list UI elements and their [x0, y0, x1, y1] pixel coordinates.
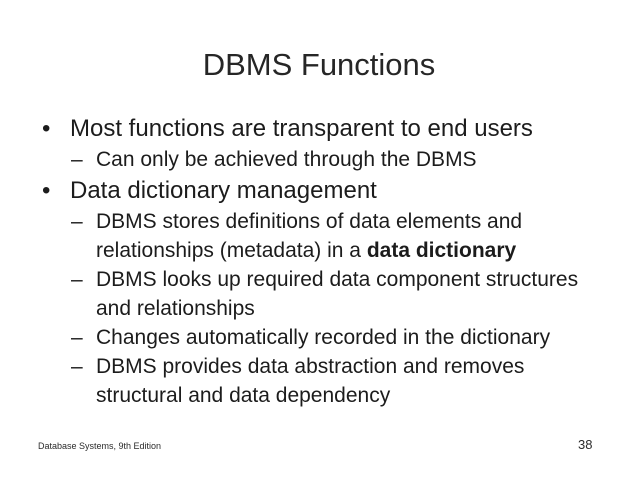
- bullet-item: • Most functions are transparent to end …: [0, 112, 638, 145]
- sub-bullet-marker: –: [71, 268, 83, 291]
- sub-bullet-text: DBMS stores definitions of data elements…: [96, 207, 590, 265]
- sub-bullet-text: DBMS provides data abstraction and remov…: [96, 355, 525, 407]
- slide-body: • Most functions are transparent to end …: [0, 112, 638, 410]
- sub-bullet-item: – Changes automatically recorded in the …: [0, 323, 638, 352]
- footer-source-text: Database Systems, 9th Edition: [38, 441, 162, 451]
- sub-bullet-text: DBMS looks up required data component st…: [96, 268, 579, 320]
- bullet-item: • Data dictionary management: [0, 174, 638, 207]
- sub-bullet-item: – Can only be achieved through the DBMS: [0, 145, 638, 174]
- sub-bullet-marker: –: [71, 148, 83, 171]
- bullet-marker: •: [42, 177, 51, 204]
- bullet-text: Data dictionary management: [70, 177, 377, 204]
- sub-bullet-text-plain: DBMS stores definitions of data elements…: [96, 210, 523, 262]
- sub-bullet-text-emphasis: data dictionary: [366, 239, 517, 262]
- bullet-marker: •: [42, 115, 51, 142]
- footer-page-number: 38: [578, 437, 593, 452]
- sub-bullet-item: – DBMS provides data abstraction and rem…: [0, 352, 638, 410]
- bullet-text: Most functions are transparent to end us…: [70, 115, 533, 142]
- sub-bullet-marker: –: [71, 326, 83, 349]
- page-title: DBMS Functions: [202, 47, 436, 82]
- sub-bullet-item: – DBMS stores definitions of data elemen…: [0, 207, 638, 265]
- sub-bullet-item: – DBMS looks up required data component …: [0, 265, 638, 323]
- sub-bullet-marker: –: [71, 210, 83, 233]
- sub-bullet-marker: –: [71, 355, 83, 378]
- sub-bullet-text: Can only be achieved through the DBMS: [96, 148, 477, 171]
- sub-bullet-text: Changes automatically recorded in the di…: [96, 326, 551, 349]
